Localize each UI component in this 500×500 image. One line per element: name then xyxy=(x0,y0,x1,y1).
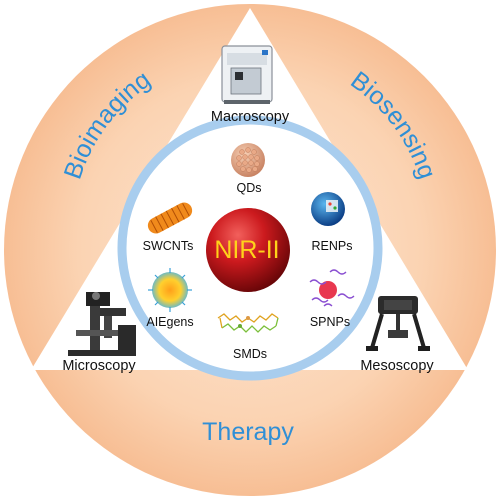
swcnts-nanotube-icon xyxy=(147,202,193,234)
microscopy-label: Microscopy xyxy=(62,358,136,374)
nir-ii-label: NIR-II xyxy=(214,236,279,264)
mesoscopy-label: Mesoscopy xyxy=(360,358,434,374)
renps-nanoparticle-icon xyxy=(311,192,345,226)
swcnts-label: SWCNTs xyxy=(143,239,194,253)
macroscopy-label: Macroscopy xyxy=(211,109,290,125)
therapy-label: Therapy xyxy=(202,418,294,446)
renps-label: RENPs xyxy=(312,239,353,253)
qds-nanoparticle-icon xyxy=(231,143,265,177)
nir-ii-sphere xyxy=(206,208,290,292)
microscopy-instrument-icon xyxy=(68,292,136,356)
spnps-nanoparticle-icon xyxy=(309,269,355,307)
mesoscopy-instrument-icon xyxy=(366,296,430,351)
smds-label: SMDs xyxy=(233,347,267,361)
macroscopy-instrument-icon xyxy=(221,45,273,104)
qds-label: QDs xyxy=(237,181,262,195)
smds-molecule-icon xyxy=(217,313,279,333)
aiegens-label: AIEgens xyxy=(146,315,193,329)
aiegens-nanoparticle-icon xyxy=(148,268,192,312)
spnps-label: SPNPs xyxy=(310,315,350,329)
